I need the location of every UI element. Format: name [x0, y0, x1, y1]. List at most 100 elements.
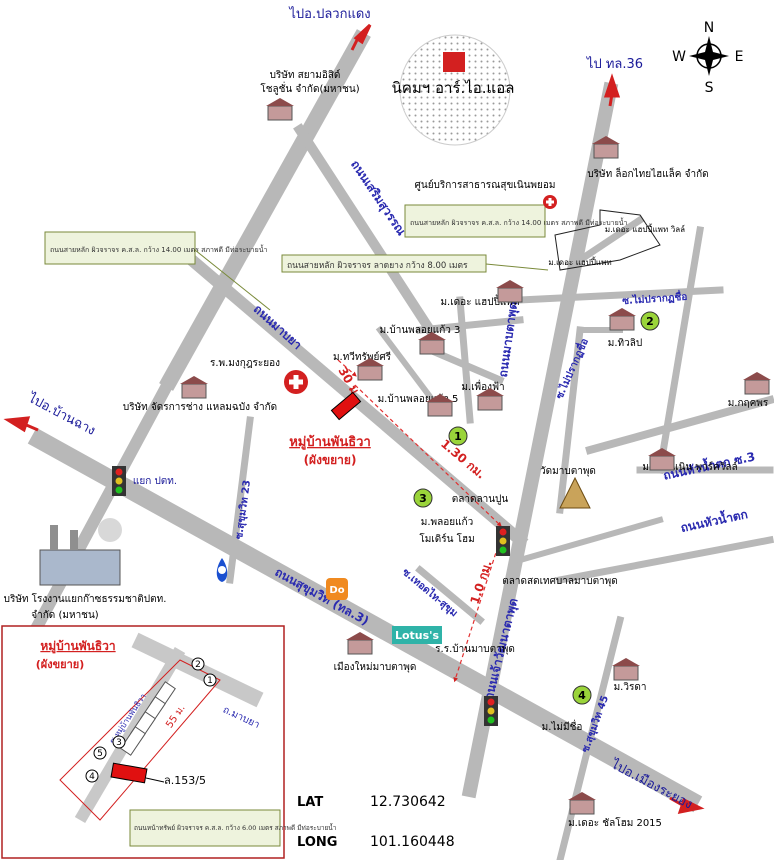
- inset-map: หมู่บ้านพันธิวา (ผังขยาย) ถ.มาบยา ซ.หมู่…: [1, 625, 337, 859]
- house-icon: [496, 280, 524, 303]
- arrow-route-36-icon: [603, 73, 621, 107]
- svg-text:1: 1: [454, 430, 462, 443]
- road-sukhumvit: [27, 427, 703, 813]
- inset-arrow-5: 5: [93, 746, 107, 760]
- road-minor-1: [416, 316, 524, 334]
- building-icons: [39, 98, 771, 815]
- svg-text:3: 3: [419, 492, 427, 505]
- note-1: ถนนสายหลัก ผิวจราจร ค.ส.ล. กว้าง 14.00 เ…: [50, 243, 267, 254]
- place-lockthai: บริษัท ล็อกไทยไฮแล็ค จำกัด: [587, 166, 708, 180]
- place-siam-asahi-2: โชลูชั่น จำกัด(มหาชน): [260, 81, 359, 95]
- place-factory-2: จำกัด (มหาชน): [31, 610, 99, 621]
- health-center-icon: [543, 195, 557, 209]
- arrow-ban-chang-icon: [3, 416, 39, 433]
- place-krukphon: ม.กฤคพร: [728, 398, 769, 409]
- inset-lot-icon: [110, 762, 148, 784]
- place-siam-asahi: บริษัท สยามอิสิด์: [270, 69, 341, 81]
- inset-arrow-4: 4: [85, 769, 99, 783]
- arrow-pluak-daeng-icon: [350, 23, 372, 51]
- inset-arrow-1: 1: [203, 673, 217, 687]
- house-icon: [568, 792, 596, 815]
- gas-station-icon: [216, 558, 228, 582]
- dohome-logo-icon: Do: [326, 578, 348, 600]
- svg-text:1: 1: [207, 676, 213, 686]
- inset-note: ถนนหน้าทรัพย์ ผิวจราจร ค.ส.ล. กว้าง 6.00…: [134, 823, 337, 832]
- house-icon: [648, 448, 676, 471]
- svg-text:4: 4: [578, 689, 586, 702]
- place-school: ร.ร.บ้านมาบตาพุด: [435, 643, 515, 655]
- house-icon: [608, 308, 636, 331]
- label-to-rayong: ไปอ.เมืองระยอง: [608, 756, 696, 813]
- place-intersection-ptt: แยก ปตท.: [133, 476, 177, 487]
- temple-icon: [559, 476, 591, 509]
- inset-title: หมู่บ้านพันธิวา: [40, 639, 115, 654]
- road-network: [21, 29, 774, 860]
- marker-3: 3: [413, 488, 433, 508]
- place-mueang-mai: เมืองใหม่มาบตาพุด: [334, 661, 417, 673]
- house-icon: [266, 98, 294, 121]
- house-icon: [592, 136, 620, 159]
- compass-e: E: [735, 49, 744, 65]
- svg-text:4: 4: [89, 772, 95, 782]
- road-minor-12: [556, 326, 584, 514]
- house-icon: [346, 632, 374, 655]
- road-to-route-36: [461, 81, 619, 799]
- road-minor-3: [425, 345, 505, 385]
- house-icon: [180, 376, 208, 399]
- place-ploy-kaew-3: ม.บ้านพลอยแก้ว 3: [380, 324, 461, 336]
- inset-arrow-3: 3: [112, 735, 126, 749]
- compass-s: S: [705, 80, 714, 96]
- traffic-light-icon: [484, 696, 498, 726]
- house-icon: [418, 332, 446, 355]
- road-minor-13: [585, 615, 625, 745]
- road-minor-10: [655, 225, 705, 475]
- hospital-icon: [284, 370, 308, 394]
- place-the-chonhome: ม.เดอะ ชัลโฮม 2015: [568, 816, 662, 829]
- svg-text:Do: Do: [329, 585, 344, 596]
- lat-value: 12.730642: [370, 794, 446, 810]
- happy-estate-outline: [554, 209, 661, 271]
- marker-1: 1: [448, 426, 468, 446]
- numbered-markers: 1 2 3 4: [413, 311, 660, 705]
- traffic-light-icon: [112, 466, 126, 496]
- house-icon: [426, 394, 454, 417]
- road-to-ban-chang: [21, 371, 179, 649]
- svg-text:2: 2: [195, 660, 201, 670]
- estate-name: นิคมฯ อาร์.ไอ.แอล: [392, 79, 515, 97]
- place-virada: ม.วิรดา: [614, 682, 647, 693]
- direction-arrows: [3, 23, 705, 814]
- place-market-2: ตลาดสดเทศบาลมาบตาพุด: [502, 576, 618, 587]
- place-wat: วัดมาบตาพุด: [540, 466, 596, 477]
- road-minor-11: [555, 535, 774, 585]
- place-phueng-fa: ม.เพื่องฟ้า: [461, 379, 504, 393]
- distance-10km: 1.0 กม.: [468, 559, 495, 606]
- marker-4: 4: [572, 685, 592, 705]
- place-happy: ม.เดอะ แฮปปี้แพท: [548, 256, 611, 267]
- place-siam-steel: บริษัท จัดรการช่าง แหลมฉบัง จำกัด: [123, 402, 277, 413]
- project-subtitle: (ผังขยาย): [304, 453, 357, 467]
- place-factory: บริษัท โรงงานแยกก๊าซธรรมชาติปตท.: [4, 592, 167, 605]
- lat-label: LAT: [297, 795, 323, 810]
- house-icon: [612, 658, 640, 681]
- house-icon: [743, 372, 771, 395]
- long-value: 101.160448: [370, 834, 455, 850]
- road-label-mab-ya: ถนนมาบยา: [251, 302, 305, 352]
- note-boxes: ถนนสายหลัก ผิวจราจร ค.ส.ล. กว้าง 14.00 เ…: [44, 204, 627, 311]
- place-market: ตลาดลานปูน: [452, 494, 509, 505]
- inset-lot: ล.153/5: [164, 774, 206, 787]
- place-thaweesap: ม.ทวีทรัพย์ศรี: [333, 351, 392, 363]
- house-icon: [476, 388, 504, 411]
- inset-subtitle: (ผังขยาย): [36, 658, 84, 671]
- svg-text:2: 2: [646, 315, 654, 328]
- project-name: หมู่บ้านพันธิวา: [289, 434, 371, 450]
- road-minor-8: [585, 395, 774, 455]
- road-label-soem-suk: ถนนเสริมสุวรรณ: [347, 158, 408, 239]
- road-minor-6: [575, 215, 645, 265]
- note-3: ถนนสายหลัก ผิวจราจร ลาดยาง กว้าง 8.00 เม…: [287, 260, 468, 271]
- note-2: ถนนสายหลัก ผิวจราจร ค.ส.ล. กว้าง 14.00 เ…: [410, 216, 627, 227]
- road-label-sukhumvit: ถนนสุขุมวิท (ทล.3): [272, 565, 371, 629]
- road-soem-suk-line: [293, 123, 437, 337]
- project-marker-icon: [330, 391, 362, 421]
- coordinates: LAT 12.730642 LONG 101.160448: [297, 794, 455, 850]
- label-to-pluak-daeng: ไปอ.ปลวกแดง: [288, 6, 370, 22]
